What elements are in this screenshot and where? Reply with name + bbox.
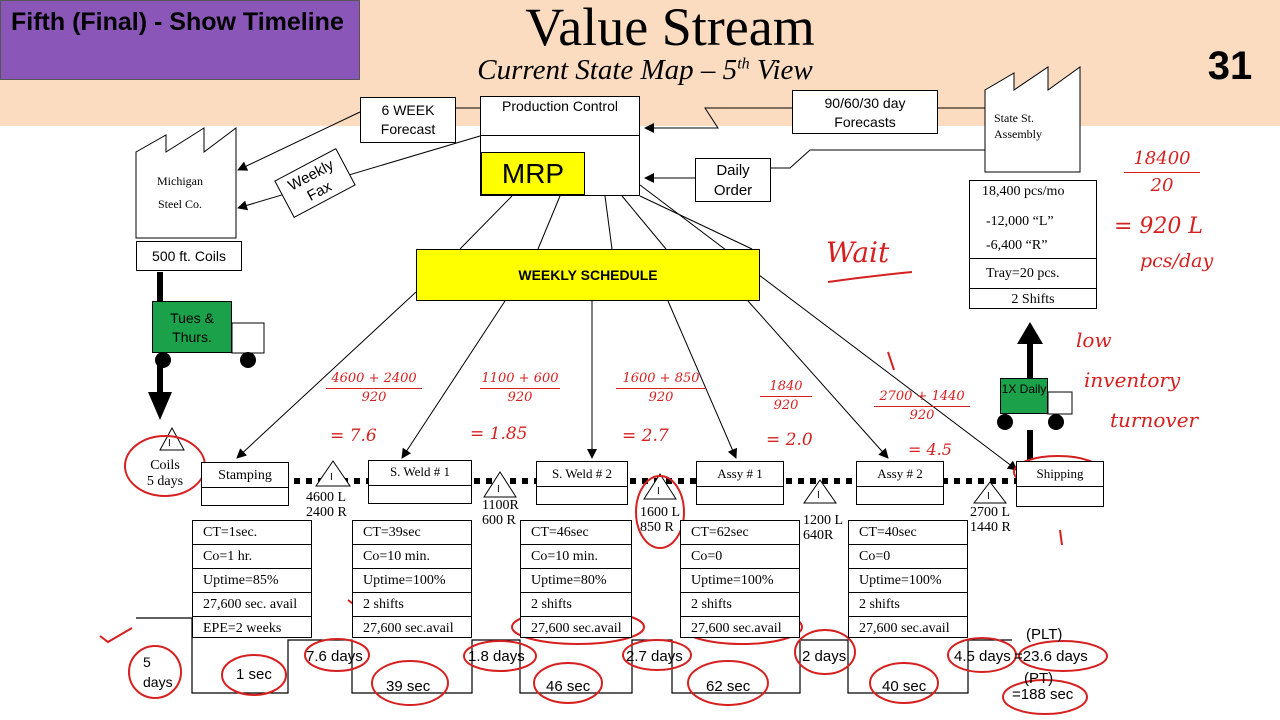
day-forecasts-box: 90/60/30 day Forecasts bbox=[792, 90, 938, 134]
timeline-days-3: 1.8 days bbox=[468, 648, 525, 665]
timeline-days-6: 4.5 days bbox=[954, 648, 1011, 665]
timeline-time-4: 62 sec bbox=[706, 678, 751, 695]
weekly-schedule-box: WEEKLY SCHEDULE bbox=[416, 249, 760, 301]
inventory-i: I bbox=[497, 484, 500, 495]
demand-calc-result: = 920 L bbox=[1114, 214, 1204, 239]
demand-left: -12,000 “L” bbox=[986, 214, 1054, 229]
customer-demand-box: 18,400 pcs/mo -12,000 “L” -6,400 “R” Tra… bbox=[969, 180, 1097, 309]
process-stamping: Stamping bbox=[201, 462, 289, 506]
timeline-days-4: 2.7 days bbox=[626, 648, 683, 665]
timeline-days-5: 2 days bbox=[802, 648, 847, 665]
slide-number: 31 bbox=[1207, 44, 1253, 88]
tray-size: Tray=20 pcs. bbox=[970, 259, 1096, 289]
page-title: Value Stream bbox=[525, 0, 815, 57]
page-subtitle: Current State Map – 5th View bbox=[477, 54, 813, 86]
timeline-time-3: 46 sec bbox=[546, 678, 591, 695]
shipment-arrow-icon bbox=[148, 392, 172, 420]
production-control-label: Production Control bbox=[481, 97, 639, 136]
mrp-box: MRP bbox=[481, 152, 585, 195]
demand-calc-unit: pcs/day bbox=[1140, 250, 1214, 272]
customer-truck: 1X Daily bbox=[1000, 378, 1048, 414]
daily-order-box: Daily Order bbox=[695, 158, 771, 202]
calc-weld1-result: = 1.85 bbox=[470, 424, 528, 444]
inventory-triangle-icon bbox=[315, 460, 351, 487]
calc-assy2-result: = 4.5 bbox=[908, 440, 952, 459]
timeline-days-2: 7.6 days bbox=[306, 648, 363, 665]
calc-stamping-result: = 7.6 bbox=[330, 426, 377, 446]
timeline-time-2: 39 sec bbox=[386, 678, 431, 695]
coils-label-box: 500 ft. Coils bbox=[136, 241, 242, 271]
inventory-i: I bbox=[657, 486, 660, 497]
inventory-triangle-icon bbox=[643, 473, 677, 500]
data-box-stamping: CT=1sec.Co=1 hr.Uptime=85%27,600 sec. av… bbox=[192, 520, 312, 638]
pt-label: (PT) bbox=[1024, 670, 1054, 687]
calc-assy1-result: = 2.0 bbox=[766, 430, 813, 450]
plt-label: (PLT) bbox=[1026, 626, 1063, 643]
inventory-i: I bbox=[817, 490, 820, 501]
six-week-forecast-box: 6 WEEK Forecast bbox=[360, 97, 456, 143]
section-tag: Fifth (Final) - Show Timeline bbox=[0, 0, 360, 80]
process-assy-2: Assy # 2 bbox=[856, 461, 944, 505]
inventory-triangle-icon bbox=[159, 426, 185, 451]
supplier-factory-icon bbox=[135, 127, 237, 239]
customer-factory-icon bbox=[984, 66, 1081, 173]
demand-monthly: 18,400 pcs/mo bbox=[982, 184, 1065, 199]
shipment-arrow-icon bbox=[1017, 322, 1043, 344]
timeline-time-5: 40 sec bbox=[882, 678, 927, 695]
calc-weld2-result: = 2.7 bbox=[622, 426, 669, 446]
inventory-turnover-note: low inventory turnover bbox=[1076, 328, 1199, 432]
inventory-triangle-icon bbox=[483, 471, 517, 498]
inventory-i: I bbox=[168, 438, 171, 449]
inventory-triangle-icon bbox=[972, 481, 1008, 504]
inventory-triangle-icon bbox=[803, 479, 837, 504]
process-assy-1: Assy # 1 bbox=[696, 461, 784, 505]
supplier-truck: Tues & Thurs. bbox=[152, 301, 232, 353]
process-shipping: Shipping bbox=[1016, 461, 1104, 507]
process-s-weld-2: S. Weld # 2 bbox=[536, 461, 628, 505]
customer-name: State St.Assembly bbox=[994, 111, 1042, 141]
shifts: 2 Shifts bbox=[1011, 292, 1055, 307]
pt-value: =188 sec bbox=[1012, 686, 1074, 703]
wait-note: Wait bbox=[826, 236, 890, 269]
plt-value: =23.6 days bbox=[1014, 648, 1088, 665]
timeline-time-1: 1 sec bbox=[236, 666, 272, 683]
inventory-i: I bbox=[330, 472, 333, 483]
process-s-weld-1: S. Weld # 1 bbox=[368, 460, 472, 504]
demand-right: -6,400 “R” bbox=[970, 236, 1096, 259]
timeline-days-1: 5 days bbox=[143, 654, 173, 690]
inventory-i: I bbox=[987, 491, 990, 502]
